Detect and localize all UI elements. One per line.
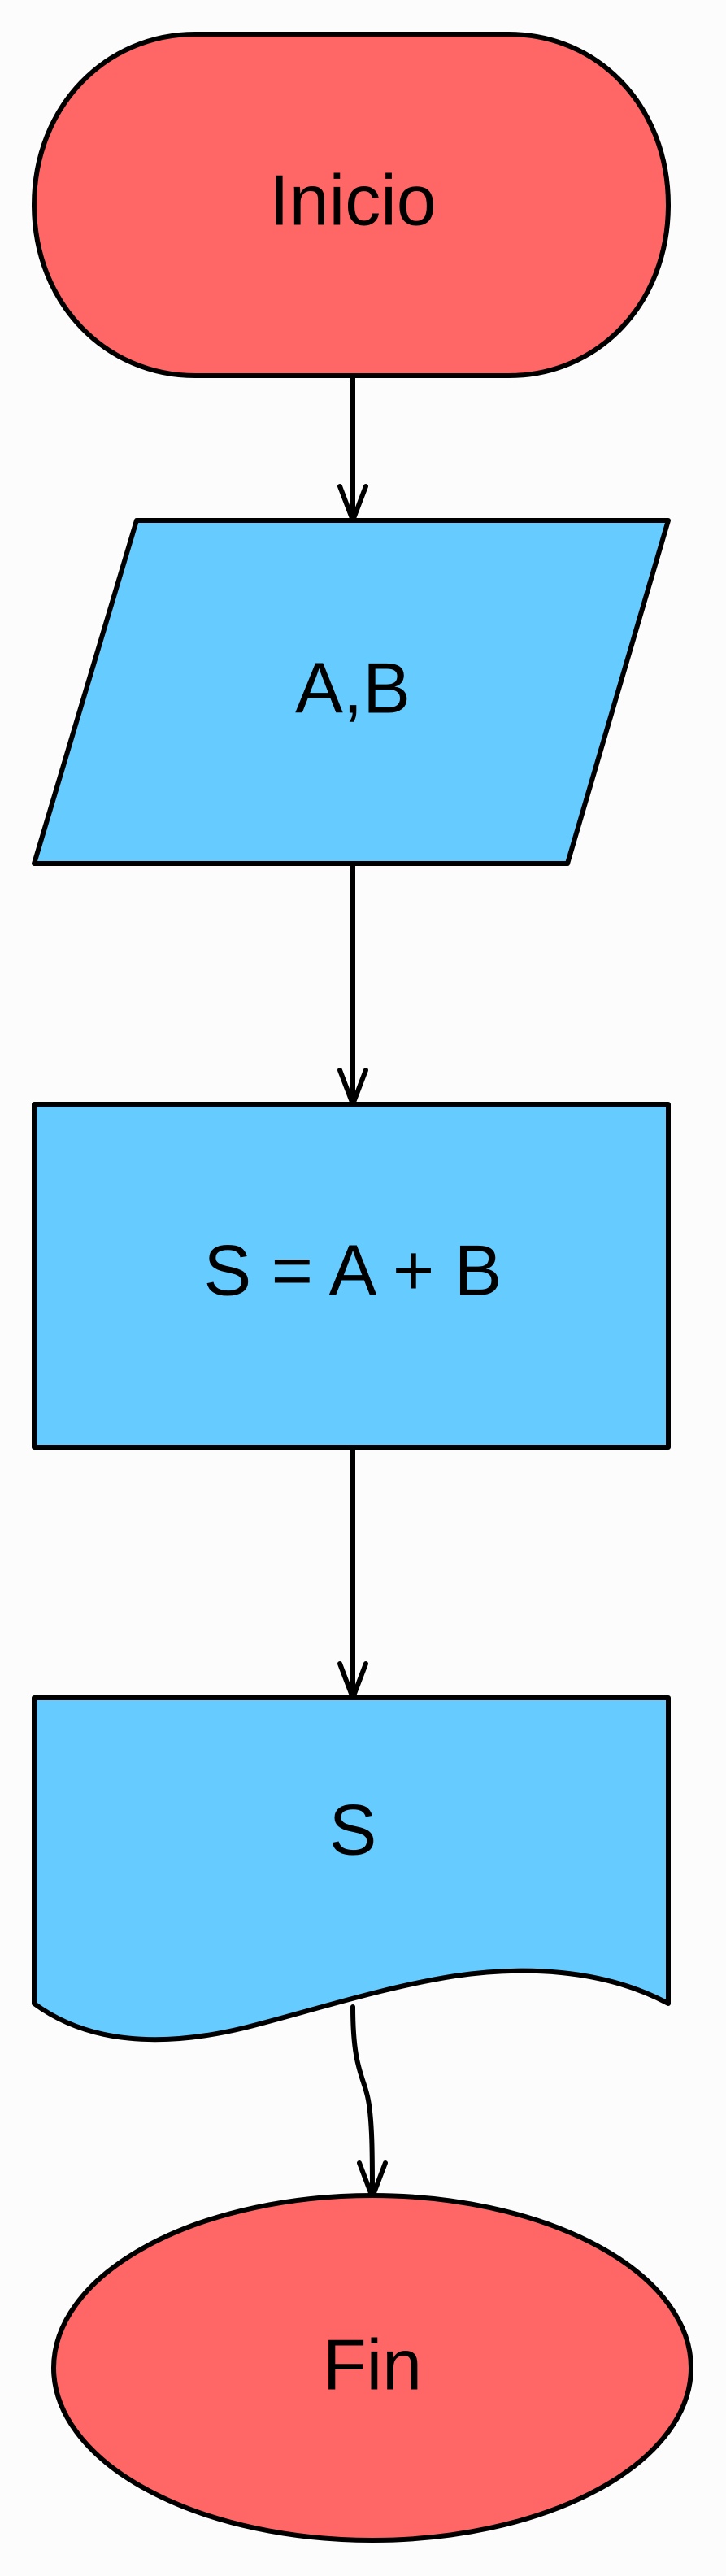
input-label: A,B — [295, 648, 411, 729]
end-node: Fin — [51, 2193, 693, 2543]
start-label: Inicio — [269, 160, 436, 241]
end-ellipse-shape — [51, 2193, 693, 2543]
end-label: Fin — [323, 2325, 422, 2405]
start-node: Inicio — [32, 32, 671, 378]
connector-input-to-process — [337, 863, 368, 1107]
start-terminal-shape — [32, 32, 671, 378]
connector-output-to-end — [350, 2004, 388, 2200]
process-label: S = A + B — [204, 1230, 502, 1311]
output-label: S — [329, 1790, 377, 1870]
connector-start-to-input — [337, 373, 368, 523]
process-node: S = A + B — [32, 1102, 671, 1450]
input-parallelogram-shape — [32, 518, 671, 866]
process-rectangle-shape — [32, 1102, 671, 1450]
input-node: A,B — [32, 518, 671, 866]
output-document-shape — [32, 1695, 671, 2043]
output-node: S — [32, 1695, 671, 2043]
connector-process-to-output — [337, 1447, 368, 1700]
